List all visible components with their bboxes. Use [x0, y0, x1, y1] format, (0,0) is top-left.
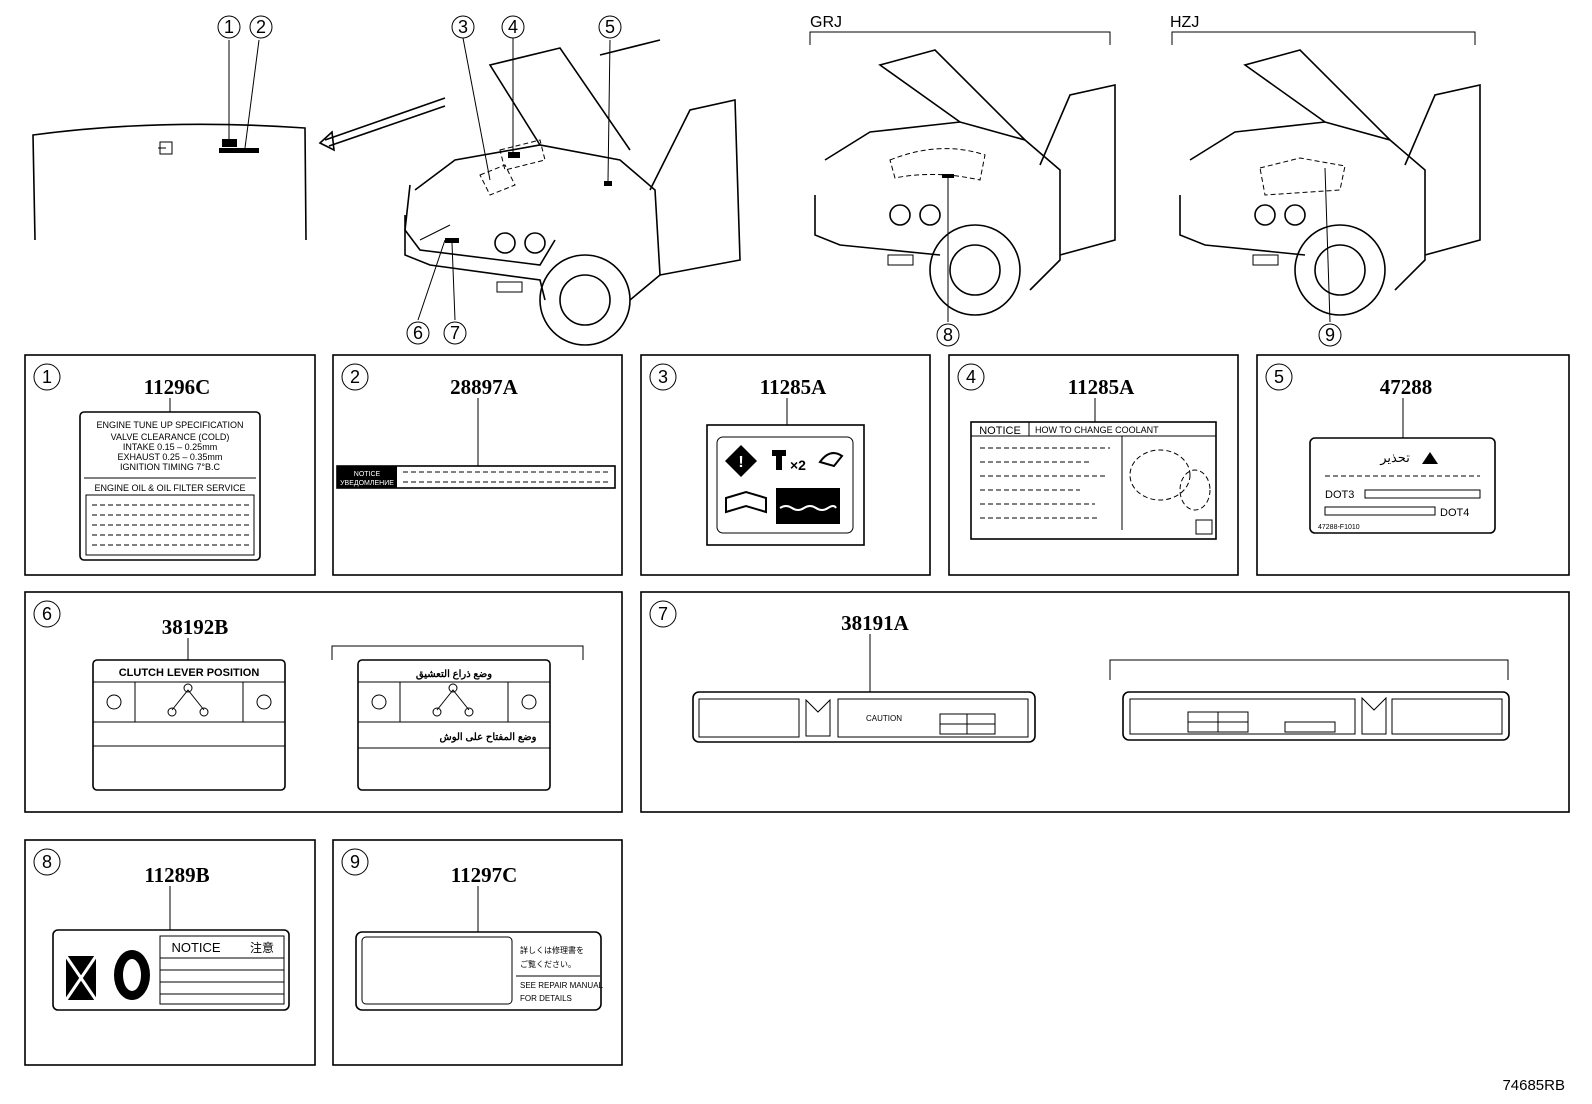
label-8-notice: NOTICE — [171, 940, 220, 955]
label-2-notice: NOTICE — [354, 471, 381, 478]
panel-5-part-number: 47288 — [1380, 375, 1433, 399]
svg-text:!: ! — [738, 454, 743, 471]
panel-2-part-number: 28897A — [450, 375, 519, 399]
radiator-cap-icon — [772, 450, 786, 470]
panel-7-number: 7 — [658, 604, 668, 624]
label-8-notice-ja: 注意 — [250, 940, 274, 955]
label-5-code: 47288-F1010 — [1318, 524, 1360, 531]
figure-code: 74685RB — [1502, 1077, 1565, 1094]
callouts: 1 2 3 4 5 6 7 8 9 — [217, 15, 1342, 347]
callout-7: 7 — [450, 323, 460, 343]
callout-5: 5 — [605, 17, 615, 37]
panel-7: 7 38191A CAUTION — [640, 591, 1570, 813]
label-9-text-ja-1: 詳しくは修理書を — [520, 945, 584, 955]
truck-main-illustration — [404, 37, 741, 346]
callout-4: 4 — [508, 17, 518, 37]
label-2-notice-ru: УВЕДОМЛЕНИЕ — [340, 480, 394, 487]
truck-hzj-illustration: HZJ — [1170, 14, 1481, 323]
label-5-dot4: DOT4 — [1440, 507, 1469, 519]
panel-9-number: 9 — [350, 852, 360, 872]
panel-6-number: 6 — [42, 604, 52, 624]
label-5-warning-arabic: تحذير — [1379, 450, 1410, 466]
panel-9: 9 11297C 詳しくは修理書を ご覧ください。 SEE REPAIR MAN… — [332, 839, 623, 1066]
label-1-row-2: INTAKE 0.15 – 0.25mm — [123, 442, 217, 452]
label-1-subtitle: ENGINE OIL & OIL FILTER SERVICE — [94, 483, 245, 493]
label-4-title: HOW TO CHANGE COOLANT — [1035, 425, 1159, 435]
variant-hzj-label: HZJ — [1170, 14, 1199, 31]
label-9-text-en-2: FOR DETAILS — [520, 994, 572, 1003]
callout-1: 1 — [224, 17, 234, 37]
panel-8-number: 8 — [42, 852, 52, 872]
callout-6: 6 — [413, 323, 423, 343]
warning-diamond-icon — [725, 445, 757, 477]
label-1-row-3: EXHAUST 0.25 – 0.35mm — [118, 452, 223, 462]
label-1-row-4: IGNITION TIMING 7°B.C — [120, 462, 220, 472]
panel-8: 8 11289B NOTICE 注意 — [24, 839, 316, 1066]
panel-4: 4 11285A NOTICE HOW TO CHANGE COOLANT — [948, 354, 1239, 576]
label-6-arabic-title: وضع ذراع التعشيق — [416, 669, 492, 680]
panel-8-part-number: 11289B — [144, 863, 209, 887]
panel-2: 2 28897A NOTICE УВЕДОМЛЕНИЕ — [332, 354, 623, 576]
pour-icon — [818, 452, 844, 468]
label-4-notice: NOTICE — [979, 425, 1021, 437]
label-1-row-1: VALVE CLEARANCE (COLD) — [111, 432, 230, 442]
panel-9-part-number: 11297C — [451, 863, 518, 887]
panel-3: 3 11285A ! ×2 — [640, 354, 931, 576]
panel-4-number: 4 — [966, 367, 976, 387]
label-9-text-ja-2: ご覧ください。 — [520, 959, 576, 969]
panel-3-part-number: 11285A — [760, 375, 827, 399]
label-5-dot3: DOT3 — [1325, 489, 1354, 501]
panel-1-number: 1 — [42, 367, 52, 387]
truck-grj-illustration: GRJ — [809, 14, 1116, 322]
label-6-title: CLUTCH LEVER POSITION — [119, 667, 260, 679]
panel-4-part-number: 11285A — [1068, 375, 1135, 399]
manual-book-icon — [725, 490, 767, 514]
panel-5: 5 47288 تحذير DOT3 DOT4 47288-F1010 — [1256, 354, 1570, 576]
label-7-caution: CAUTION — [866, 714, 902, 723]
panel-5-number: 5 — [1274, 367, 1284, 387]
panel-1-part-number: 11296C — [144, 375, 211, 399]
panel-3-number: 3 — [658, 367, 668, 387]
callout-9: 9 — [1325, 325, 1335, 345]
variant-grj-label: GRJ — [810, 14, 842, 31]
panel-6-part-number: 38192B — [162, 615, 229, 639]
label-6-arabic-subtitle: وضع المفتاح على الوش — [440, 732, 537, 743]
svg-text:×2: ×2 — [790, 457, 806, 473]
panel-1: 1 11296C ENGINE TUNE UP SPECIFICATION VA… — [24, 354, 316, 576]
panel-6: 6 38192B CLUTCH LEVER POSITION وضع ذراع … — [24, 591, 623, 813]
panel-7-part-number: 38191A — [841, 611, 910, 635]
panel-2-number: 2 — [350, 367, 360, 387]
callout-3: 3 — [458, 17, 468, 37]
warning-triangle-icon — [1422, 452, 1438, 464]
callout-2: 2 — [256, 17, 266, 37]
hood-underside-view — [32, 39, 446, 241]
label-1-title: ENGINE TUNE UP SPECIFICATION — [96, 420, 243, 430]
callout-8: 8 — [943, 325, 953, 345]
label-9-text-en-1: SEE REPAIR MANUAL — [520, 981, 604, 990]
